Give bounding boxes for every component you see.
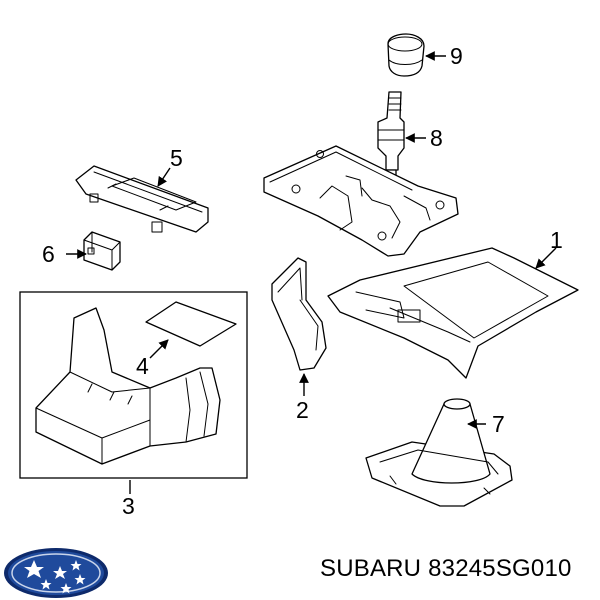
leader-1 <box>535 247 557 269</box>
part-console-cover <box>327 247 579 379</box>
callout-9: 9 <box>450 43 463 69</box>
part-small-switch <box>83 231 121 271</box>
part-shift-boot <box>365 398 513 507</box>
leader-5 <box>157 167 171 187</box>
brand-name: SUBARU <box>320 555 422 582</box>
callout-5: 5 <box>170 145 183 171</box>
callout-7: 7 <box>492 411 505 437</box>
part-console-box <box>35 307 221 465</box>
part-shifter-housing <box>263 145 459 257</box>
part3-frame <box>19 291 248 479</box>
subaru-logo-icon <box>4 548 108 598</box>
leader-4 <box>149 339 169 359</box>
callout-6: 6 <box>42 241 55 267</box>
callout-3: 3 <box>122 493 135 519</box>
part-switch-panel <box>75 165 209 233</box>
callout-1: 1 <box>550 227 563 253</box>
part-side-trim <box>271 257 327 371</box>
part-caption: SUBARU 83245SG010 <box>320 555 572 583</box>
callout-4: 4 <box>136 353 149 379</box>
callout-8: 8 <box>430 125 443 151</box>
callout-2: 2 <box>296 397 309 423</box>
part-number: 83245SG010 <box>428 555 572 582</box>
part-shift-knob <box>387 33 425 77</box>
part-tray-mat <box>145 301 237 347</box>
